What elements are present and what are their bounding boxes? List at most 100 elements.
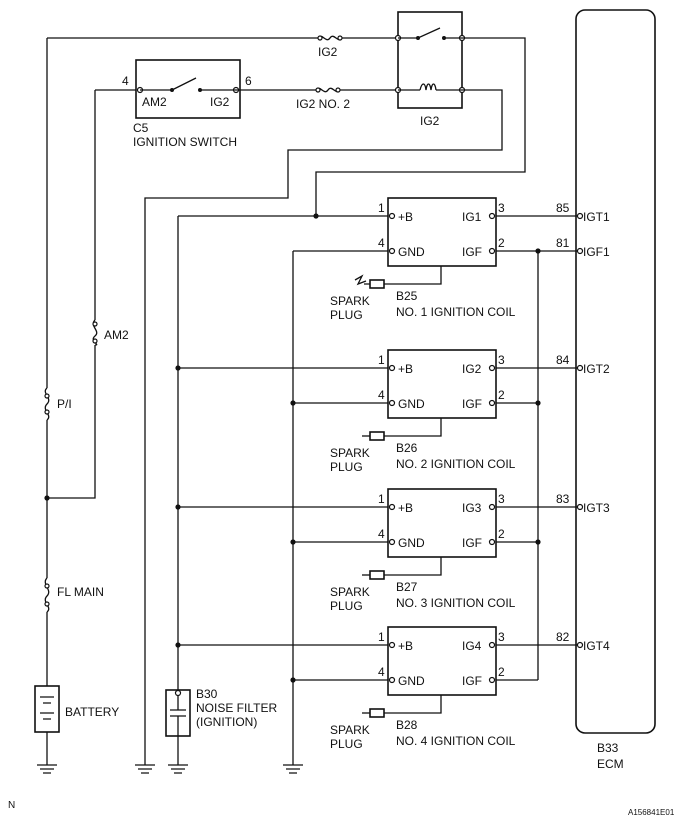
- coil2-name: NO. 2 IGNITION COIL: [396, 457, 516, 471]
- coil4-label-igf: IGF: [462, 674, 482, 688]
- pi-fuse-label: P/I: [57, 397, 72, 411]
- gnd-bus-ground-icon: [283, 764, 303, 774]
- noise-filter-connector: B30: [196, 687, 218, 701]
- coil4-name: NO. 4 IGNITION COIL: [396, 734, 516, 748]
- coil4-pin-gnd: 4: [378, 665, 385, 679]
- coil2-label-igf: IGF: [462, 397, 482, 411]
- battery-symbol: [34, 685, 60, 733]
- coil2-pin-plusb: 1: [378, 353, 385, 367]
- spark-plug-2-label-2: PLUG: [330, 460, 363, 474]
- ig2-fuse-label: IG2: [318, 45, 338, 59]
- coil3-label-gnd: GND: [398, 536, 425, 550]
- coil1-connector: B25: [396, 289, 418, 303]
- coil2-label-ig: IG2: [462, 362, 482, 376]
- ignition-switch-contact: [140, 77, 236, 91]
- spark-plug-1-icon: [369, 279, 385, 289]
- ecm-label-igt1: IGT1: [583, 210, 610, 224]
- coil4-pin-plusb: 1: [378, 630, 385, 644]
- ignition-coil-1: +B GND IG1 IGF 1 4 3 2: [378, 197, 505, 267]
- ig2-relay-coil: [398, 83, 462, 91]
- ig2-relay-label: IG2: [420, 114, 440, 128]
- ign-pin-am2: 4: [122, 74, 129, 88]
- spark-plug-1-label: SPARK: [330, 294, 370, 308]
- coil4-label-gnd: GND: [398, 674, 425, 688]
- spark-plug-4-label-2: PLUG: [330, 737, 363, 751]
- figure-id: A156841E01: [628, 808, 675, 817]
- noise-filter-subname: (IGNITION): [196, 715, 257, 729]
- coil3-name: NO. 3 IGNITION COIL: [396, 596, 516, 610]
- ignition-switch-box: [135, 59, 241, 119]
- coil3-pin-igf: 2: [498, 527, 505, 541]
- coil3-label-igf: IGF: [462, 536, 482, 550]
- ignition-coil-3: +B GND IG3 IGF 1 4 3 2: [378, 488, 505, 558]
- spark-plug-3-label-2: PLUG: [330, 599, 363, 613]
- ign-switch-name: IGNITION SWITCH: [133, 135, 237, 149]
- coil1-name: NO. 1 IGNITION COIL: [396, 305, 516, 319]
- coil1-pin-plusb: 1: [378, 201, 385, 215]
- ecm-block: [575, 9, 656, 734]
- am2-fuse-label: AM2: [104, 328, 129, 342]
- ecm-pin-85: 85: [556, 201, 570, 215]
- ecm-name-label: ECM: [597, 757, 624, 771]
- coil3-connector: B27: [396, 580, 418, 594]
- coil1-label-gnd: GND: [398, 245, 425, 259]
- spark-plug-4-icon: [369, 708, 385, 718]
- ecm-pin-84: 84: [556, 353, 570, 367]
- noise-filter-ground-icon: [168, 764, 188, 774]
- ecm-connector-label: B33: [597, 741, 619, 755]
- coil3-label-plusb: +B: [398, 501, 413, 515]
- corner-letter: N: [8, 800, 15, 811]
- ecm-label-igt2: IGT2: [583, 362, 610, 376]
- coil2-pin-igf: 2: [498, 388, 505, 402]
- spark-plug-2-label: SPARK: [330, 446, 370, 460]
- coil1-pin-igf: 2: [498, 236, 505, 250]
- coil1-label-igf: IGF: [462, 245, 482, 259]
- spark-plug-2-icon: [369, 431, 385, 441]
- coil4-label-ig: IG4: [462, 639, 482, 653]
- ign-label-ig2: IG2: [210, 95, 230, 109]
- ecm-label-igt3: IGT3: [583, 501, 610, 515]
- coil2-pin-gnd: 4: [378, 388, 385, 402]
- ecm-pin-83: 83: [556, 492, 570, 506]
- coil1-pin-gnd: 4: [378, 236, 385, 250]
- coil3-pin-plusb: 1: [378, 492, 385, 506]
- relay-ground-icon: [135, 764, 155, 774]
- noise-filter-name: NOISE FILTER: [196, 701, 277, 715]
- relay-output-wire: [315, 37, 526, 216]
- coil2-pin-ig: 3: [498, 353, 505, 367]
- coil3-label-ig: IG3: [462, 501, 482, 515]
- coil1-label-plusb: +B: [398, 210, 413, 224]
- ecm-pin-82: 82: [556, 630, 570, 644]
- spark-plug-3-label: SPARK: [330, 585, 370, 599]
- battery-label: BATTERY: [65, 705, 119, 719]
- ig2-no2-fuse-label: IG2 NO. 2: [296, 97, 350, 111]
- ign-label-am2: AM2: [142, 95, 167, 109]
- spark-plug-1-label-2: PLUG: [330, 308, 363, 322]
- ecm-label-igf1: IGF1: [583, 245, 610, 259]
- ecm-pin-81: 81: [556, 236, 570, 250]
- coil3-pin-gnd: 4: [378, 527, 385, 541]
- coil2-connector: B26: [396, 441, 418, 455]
- spark-plug-3-icon: [369, 570, 385, 580]
- coil1-label-ig: IG1: [462, 210, 482, 224]
- pi-fuse-symbol: [44, 387, 50, 421]
- coil4-label-plusb: +B: [398, 639, 413, 653]
- fl-main-fuse-symbol: [44, 577, 50, 613]
- coil1-pin-ig: 3: [498, 201, 505, 215]
- ignition-coil-4: +B GND IG4 IGF 1 4 3 2: [378, 626, 505, 696]
- ecm-label-igt4: IGT4: [583, 639, 610, 653]
- am2-branch-wire: [47, 345, 96, 499]
- battery-ground-icon: [37, 764, 57, 774]
- coil4-pin-igf: 2: [498, 665, 505, 679]
- coil2-label-plusb: +B: [398, 362, 413, 376]
- relay-coil-ground-wire: [144, 89, 503, 765]
- fl-main-fuse-label: FL MAIN: [57, 585, 104, 599]
- ig2-relay-box: [397, 11, 463, 109]
- ignition-coil-2: +B GND IG2 IGF 1 4 3 2: [378, 349, 505, 419]
- spark-plug-4-label: SPARK: [330, 723, 370, 737]
- ign-switch-connector: C5: [133, 121, 149, 135]
- coil2-label-gnd: GND: [398, 397, 425, 411]
- coil4-pin-ig: 3: [498, 630, 505, 644]
